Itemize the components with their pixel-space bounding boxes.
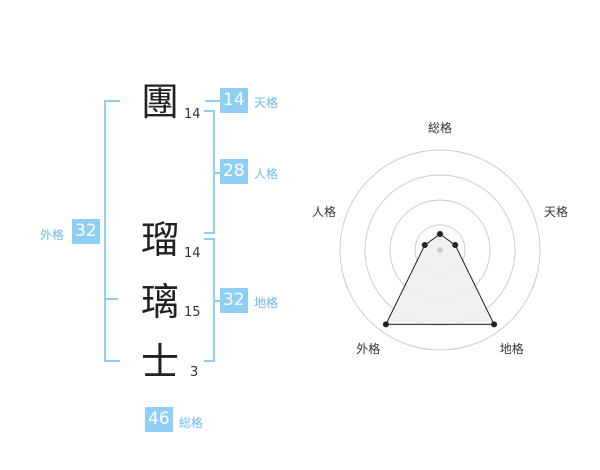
- tenkaku-label: 天格: [254, 96, 279, 110]
- kanji-4: 士: [140, 340, 179, 384]
- gaikaku-bracket-tick: [104, 298, 118, 300]
- chikaku-label: 地格: [254, 296, 279, 310]
- jinkaku-label: 人格: [254, 167, 279, 181]
- gaikaku-label: 外格: [40, 228, 65, 242]
- radar-ring: [364, 174, 516, 326]
- radar-axis-label: 外格: [356, 341, 381, 356]
- gaikaku-bracket: [104, 100, 120, 362]
- tenkaku-value-badge: 14: [220, 88, 248, 113]
- gaikaku-value-badge: 32: [72, 219, 100, 244]
- kanji-3: 璃: [140, 280, 179, 324]
- chikaku-value-badge: 32: [220, 288, 248, 313]
- radar-point: [491, 321, 498, 328]
- radar-series-polygon: [385, 233, 495, 325]
- kanji-2: 瑠: [140, 218, 179, 262]
- radar-axis-label: 総格: [427, 121, 453, 135]
- stroke-count-4: 3: [190, 365, 199, 380]
- stroke-count-3: 15: [184, 305, 201, 320]
- kanji-1: 團: [140, 80, 179, 124]
- tenkaku-connector: [205, 100, 220, 102]
- radar-axis-label: 天格: [544, 205, 569, 220]
- radar-axis-label: 人格: [311, 205, 336, 220]
- radar-center-dot: [437, 247, 443, 253]
- stroke-count-1: 14: [184, 107, 201, 122]
- radar-point: [437, 231, 443, 237]
- radar-ring: [339, 149, 541, 351]
- stroke-count-2: 14: [184, 246, 201, 261]
- radar-point: [421, 242, 428, 249]
- radar-axis-label: 地格: [499, 341, 524, 356]
- jinkaku-value-badge: 28: [220, 159, 248, 184]
- radar-point: [452, 242, 459, 249]
- chikaku-connector: [213, 300, 221, 302]
- radar-point: [382, 321, 389, 328]
- jinkaku-connector: [213, 172, 221, 174]
- soukaku-value-badge: 46: [145, 407, 173, 432]
- soukaku-label: 総格: [179, 416, 204, 430]
